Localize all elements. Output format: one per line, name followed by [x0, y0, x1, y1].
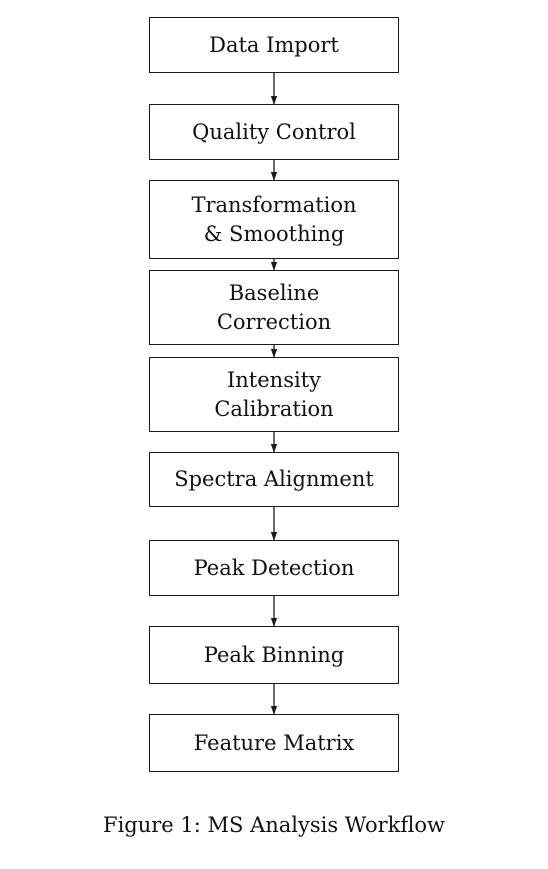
step-peak-binning: Peak Binning [149, 626, 399, 684]
step-label: Peak Binning [203, 642, 345, 667]
step-feature-matrix: Feature Matrix [149, 714, 399, 772]
step-label-line-1: Baseline [228, 280, 320, 305]
step-label-line-2: & Smoothing [203, 221, 345, 246]
step-label-line-2: Calibration [214, 396, 334, 421]
step-quality-control: Quality Control [149, 104, 399, 160]
step-label: Spectra Alignment [174, 467, 374, 491]
step-transformation-smoothing: Transformation & Smoothing [149, 180, 399, 259]
step-label: Feature Matrix [193, 730, 355, 755]
step-label: Data Import [209, 32, 339, 57]
step-label-line-2: Correction [216, 309, 332, 334]
step-spectra-alignment: Spectra Alignment [149, 452, 399, 507]
step-intensity-calibration: Intensity Calibration [149, 357, 399, 432]
step-baseline-correction: Baseline Correction [149, 270, 399, 345]
step-label-line-1: Intensity [226, 367, 321, 392]
step-label-line-1: Transformation [191, 192, 357, 217]
step-peak-detection: Peak Detection [149, 540, 399, 596]
figure-caption: Figure 1: MS Analysis Workflow [103, 813, 445, 837]
step-data-import: Data Import [149, 17, 399, 73]
step-label: Peak Detection [193, 555, 355, 580]
step-label: Quality Control [192, 119, 356, 144]
